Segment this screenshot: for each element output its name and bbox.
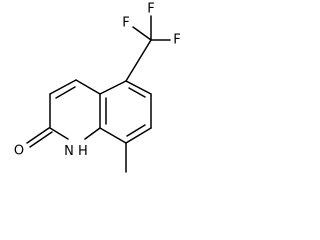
bond-c4-c3 bbox=[49, 79, 77, 95]
bond-c2-o-a bbox=[26, 127, 50, 144]
bond-c7-c8 bbox=[125, 127, 152, 144]
inner-double-bond-c3-c4 bbox=[55, 86, 76, 99]
oxygen-label: O bbox=[14, 144, 24, 159]
bond-c4a-c5 bbox=[99, 80, 127, 95]
inner-double-bond-c7-c8 bbox=[126, 124, 146, 137]
fluorine-label-top: F bbox=[147, 2, 154, 17]
fluorine-label-right: F bbox=[173, 33, 180, 48]
bond-n1-c8a bbox=[84, 127, 101, 140]
fluorine-label-left: F bbox=[122, 16, 129, 31]
bond-cf3-c-to-f-left bbox=[132, 26, 152, 41]
bond-c2-o-b bbox=[29, 131, 53, 148]
bond-c8-c8a bbox=[99, 127, 127, 144]
nitrogen-label: N H bbox=[64, 144, 88, 159]
chemical-structure-diagram: F F F O N H bbox=[14, 2, 181, 173]
nitrogen-letter: N bbox=[64, 144, 74, 159]
bond-ring-to-cf3 bbox=[125, 39, 152, 82]
bond-c5-c6 bbox=[125, 80, 152, 95]
nitrogen-hydrogen-letter: H bbox=[78, 144, 88, 159]
bond-c2-n1 bbox=[49, 127, 69, 140]
inner-double-bond-c5-c6 bbox=[128, 87, 146, 98]
bond-c4a-c4 bbox=[75, 79, 101, 95]
